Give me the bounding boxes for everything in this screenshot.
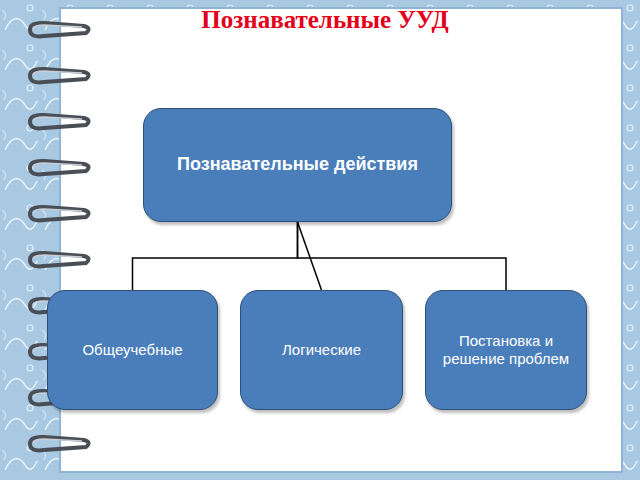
binding-ring: [30, 69, 89, 83]
category-box: Логические: [240, 290, 403, 410]
box-label: Постановка и решение проблем: [438, 332, 574, 368]
category-box: Постановка и решение проблем: [425, 290, 587, 410]
binding-ring: [30, 207, 89, 221]
connector-line: [298, 222, 507, 290]
binding-ring: [30, 161, 89, 175]
binding-ring: [30, 115, 89, 129]
box-label: Общеучебные: [82, 341, 182, 359]
root-box: Познавательные действия: [143, 108, 452, 222]
box-label: Познавательные действия: [177, 154, 418, 176]
connector-line: [298, 222, 322, 290]
binding-ring: [30, 23, 89, 37]
binding-ring: [30, 253, 89, 267]
connector-line: [133, 222, 298, 290]
binding-ring: [30, 437, 89, 451]
slide-title: Познавательные УУД: [165, 4, 485, 36]
box-label: Логические: [282, 341, 361, 359]
category-box: Общеучебные: [47, 290, 218, 410]
